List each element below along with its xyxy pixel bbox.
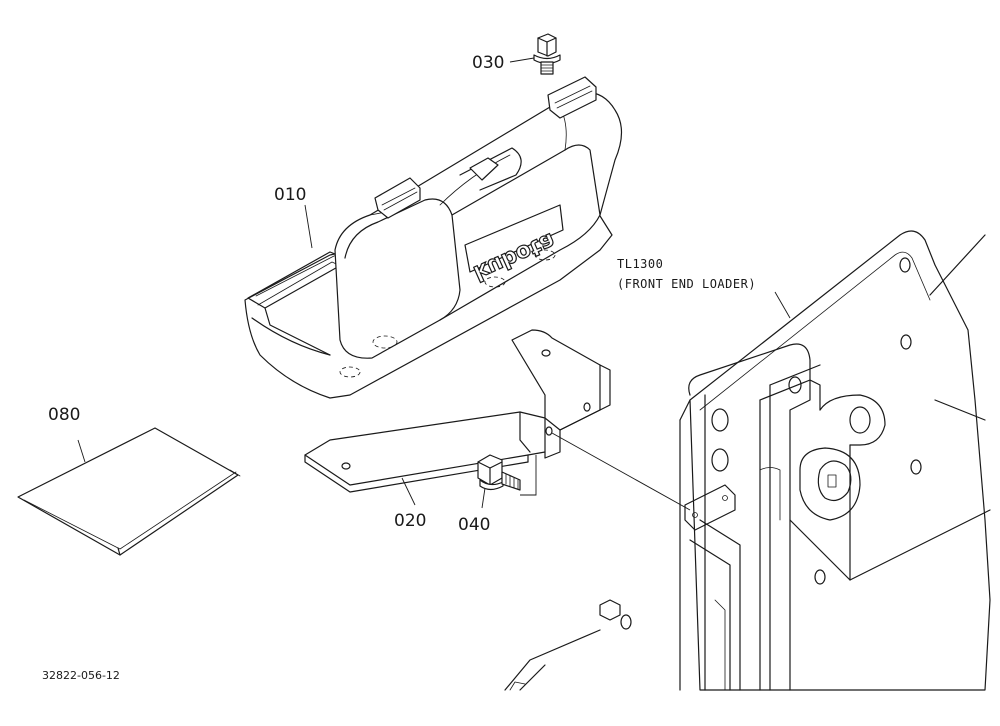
bolt-030 (533, 33, 561, 75)
bolt-040 (477, 454, 521, 491)
reference-note-model: TL1300 (617, 257, 663, 271)
toolbox-010 (244, 76, 623, 399)
bracket-020 (304, 329, 611, 493)
manual-080 (17, 427, 241, 556)
leader-020 (401, 477, 416, 506)
leader-010 (304, 204, 313, 249)
assembly-line-bolt (520, 455, 537, 496)
drawing-number: 32822-056-12 (42, 669, 120, 682)
leader-080 (77, 439, 86, 463)
leader-040 (481, 487, 486, 509)
loader-frame (504, 230, 991, 691)
reference-note-description: (FRONT END LOADER) (617, 277, 756, 291)
assembly-line-bracket (551, 432, 691, 511)
callout-040: 040 (458, 515, 490, 535)
callout-020: 020 (394, 511, 426, 531)
callout-010: 010 (274, 185, 306, 205)
note-leader (774, 291, 791, 319)
callout-030: 030 (472, 53, 504, 73)
leader-030 (509, 57, 535, 63)
callout-080: 080 (48, 405, 80, 425)
